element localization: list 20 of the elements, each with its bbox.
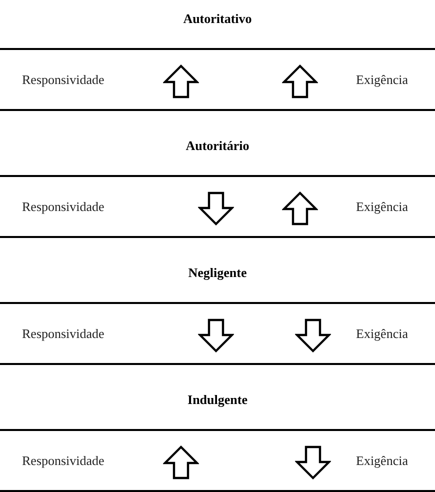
up-arrow-icon xyxy=(282,191,318,226)
row-label: Responsividade xyxy=(22,325,104,343)
down-arrow-icon xyxy=(198,318,234,353)
row-label: Exigência xyxy=(356,452,408,470)
section-title: Negligente xyxy=(187,264,248,282)
down-arrow-icon xyxy=(295,445,331,480)
up-arrow-icon xyxy=(163,445,199,480)
down-arrow-icon xyxy=(295,318,331,353)
row-label: Exigência xyxy=(356,198,408,216)
row-label: Responsividade xyxy=(22,198,104,216)
row-label: Exigência xyxy=(356,71,408,89)
up-arrow-icon xyxy=(163,64,199,99)
section-title: Autoritativo xyxy=(182,10,253,28)
up-arrow-icon xyxy=(282,64,318,99)
row-label: Exigência xyxy=(356,325,408,343)
row-label: Responsividade xyxy=(22,452,104,470)
down-arrow-icon xyxy=(198,191,234,226)
section-title: Autoritário xyxy=(184,137,250,155)
section-title: Indulgente xyxy=(186,391,248,409)
row-label: Responsividade xyxy=(22,71,104,89)
